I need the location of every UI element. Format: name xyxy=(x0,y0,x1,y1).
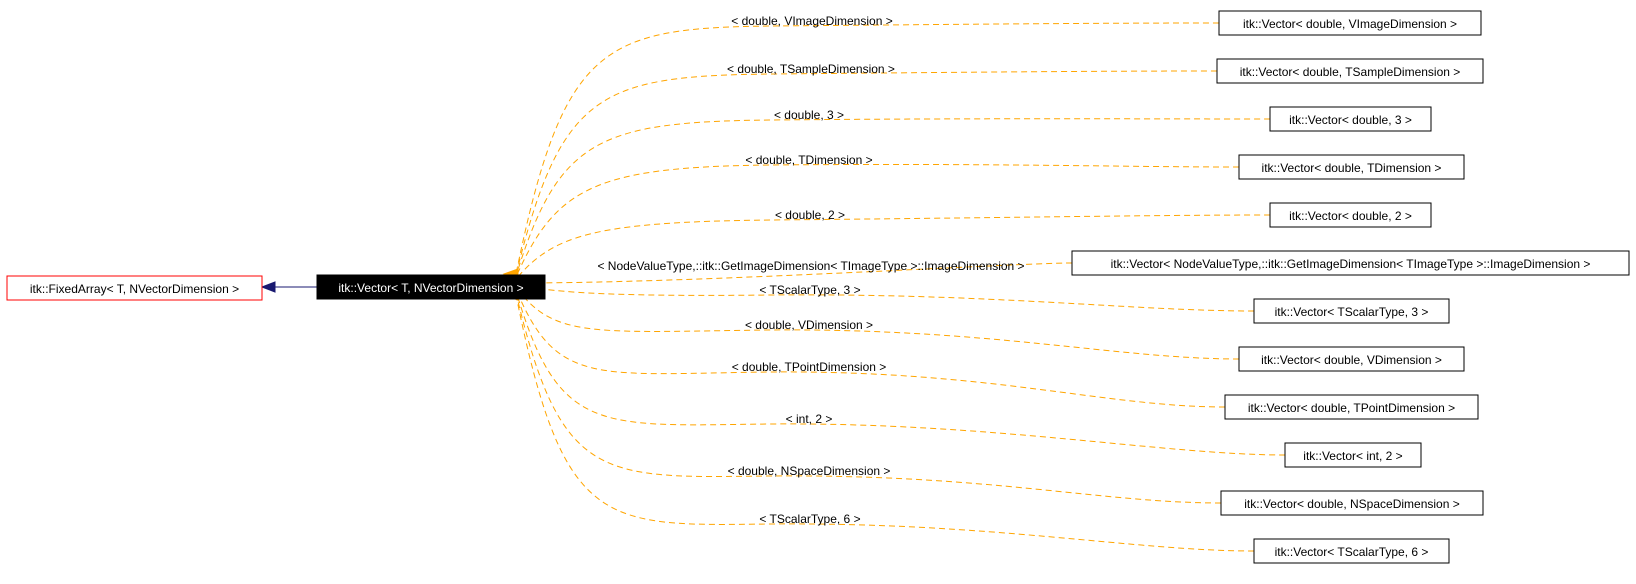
instantiation-label: itk::Vector< double, TSampleDimension > xyxy=(1240,65,1461,79)
template-param-label: < double, 3 > xyxy=(774,108,844,122)
instantiation-nodes: itk::Vector< double, VImageDimension >it… xyxy=(1071,10,1630,564)
template-param-label: < double, VDimension > xyxy=(745,318,873,332)
template-instance-edge xyxy=(515,70,1218,276)
template-class-label: itk::Vector< T, NVectorDimension > xyxy=(338,281,523,295)
base-class-label: itk::FixedArray< T, NVectorDimension > xyxy=(30,282,239,296)
instantiation-label: itk::Vector< double, VDimension > xyxy=(1261,353,1442,367)
instantiation-box xyxy=(1220,490,1484,516)
instantiation-label: itk::Vector< double, 2 > xyxy=(1289,209,1412,223)
template-class-box xyxy=(316,274,546,300)
instantiation-label: itk::Vector< double, VImageDimension > xyxy=(1243,17,1457,31)
template-instance-edge xyxy=(519,262,1073,284)
instantiation-box xyxy=(1216,58,1484,84)
template-param-label: < double, TDimension > xyxy=(745,153,872,167)
instantiation-node[interactable]: itk::Vector< double, TPointDimension > xyxy=(1224,394,1479,420)
instantiation-node[interactable]: itk::Vector< TScalarType, 6 > xyxy=(1253,538,1450,564)
instantiation-node[interactable]: itk::Vector< double, TDimension > xyxy=(1238,154,1465,180)
instantiation-label: itk::Vector< double, TPointDimension > xyxy=(1248,401,1455,415)
instantiation-box xyxy=(1238,346,1465,372)
instantiation-node[interactable]: itk::Vector< double, VImageDimension > xyxy=(1218,10,1482,36)
template-param-label: < TScalarType, 6 > xyxy=(759,512,860,526)
instantiation-box xyxy=(1071,250,1630,276)
template-instance-edge xyxy=(515,290,1286,456)
template-param-label: < TScalarType, 3 > xyxy=(759,283,860,297)
instantiation-box xyxy=(1218,10,1482,36)
template-instance-edge xyxy=(515,292,1222,504)
template-param-label: < double, NSpaceDimension > xyxy=(728,464,891,478)
instantiation-box xyxy=(1224,394,1479,420)
template-param-label: < double, TPointDimension > xyxy=(732,360,887,374)
instantiation-label: itk::Vector< int, 2 > xyxy=(1303,449,1402,463)
instantiation-node[interactable]: itk::Vector< NodeValueType,::itk::GetIma… xyxy=(1071,250,1630,276)
instantiation-label: itk::Vector< TScalarType, 3 > xyxy=(1275,305,1429,319)
instantiation-label: itk::Vector< double, NSpaceDimension > xyxy=(1244,497,1459,511)
template-param-label: < double, TSampleDimension > xyxy=(727,62,895,76)
template-param-label: < NodeValueType,::itk::GetImageDimension… xyxy=(597,259,1024,273)
template-instance-edge xyxy=(515,284,1255,312)
template-param-label: < int, 2 > xyxy=(786,412,833,426)
instantiation-node[interactable]: itk::Vector< double, NSpaceDimension > xyxy=(1220,490,1484,516)
template-instance-edge xyxy=(515,214,1271,280)
base-class-node[interactable]: itk::FixedArray< T, NVectorDimension > xyxy=(6,275,263,301)
instantiation-label: itk::Vector< double, 3 > xyxy=(1289,113,1412,127)
template-class-node[interactable]: itk::Vector< T, NVectorDimension > xyxy=(316,274,546,300)
template-instance-edge xyxy=(515,288,1226,408)
instantiation-box xyxy=(1253,298,1450,324)
instantiation-box xyxy=(1238,154,1465,180)
template-instance-edge xyxy=(515,22,1220,275)
instantiation-label: itk::Vector< double, TDimension > xyxy=(1262,161,1442,175)
instantiation-box xyxy=(1269,106,1432,132)
instantiation-node[interactable]: itk::Vector< int, 2 > xyxy=(1284,442,1422,468)
base-class-box xyxy=(6,275,263,301)
instantiation-box xyxy=(1269,202,1432,228)
template-param-label: < double, 2 > xyxy=(775,208,845,222)
instantiation-box xyxy=(1253,538,1450,564)
inheritance-arrowhead xyxy=(260,281,276,293)
instantiation-node[interactable]: itk::Vector< TScalarType, 3 > xyxy=(1253,298,1450,324)
instantiation-node[interactable]: itk::Vector< double, 3 > xyxy=(1269,106,1432,132)
nodes-layer: itk::FixedArray< T, NVectorDimension > i… xyxy=(6,274,546,301)
instantiation-node[interactable]: itk::Vector< double, TSampleDimension > xyxy=(1216,58,1484,84)
template-instance-edge xyxy=(515,294,1255,552)
instantiation-box xyxy=(1284,442,1422,468)
instantiation-node[interactable]: itk::Vector< double, 2 > xyxy=(1269,202,1432,228)
template-instance-edge xyxy=(515,118,1271,277)
instantiation-label: itk::Vector< NodeValueType,::itk::GetIma… xyxy=(1111,257,1591,271)
template-instance-edge xyxy=(515,163,1240,278)
edge-labels: < double, VImageDimension > < double, TSa… xyxy=(597,14,1024,526)
template-instance-edge xyxy=(515,286,1240,360)
instantiation-label: itk::Vector< TScalarType, 6 > xyxy=(1275,545,1429,559)
instantiation-node[interactable]: itk::Vector< double, VDimension > xyxy=(1238,346,1465,372)
template-param-label: < double, VImageDimension > xyxy=(731,14,892,28)
